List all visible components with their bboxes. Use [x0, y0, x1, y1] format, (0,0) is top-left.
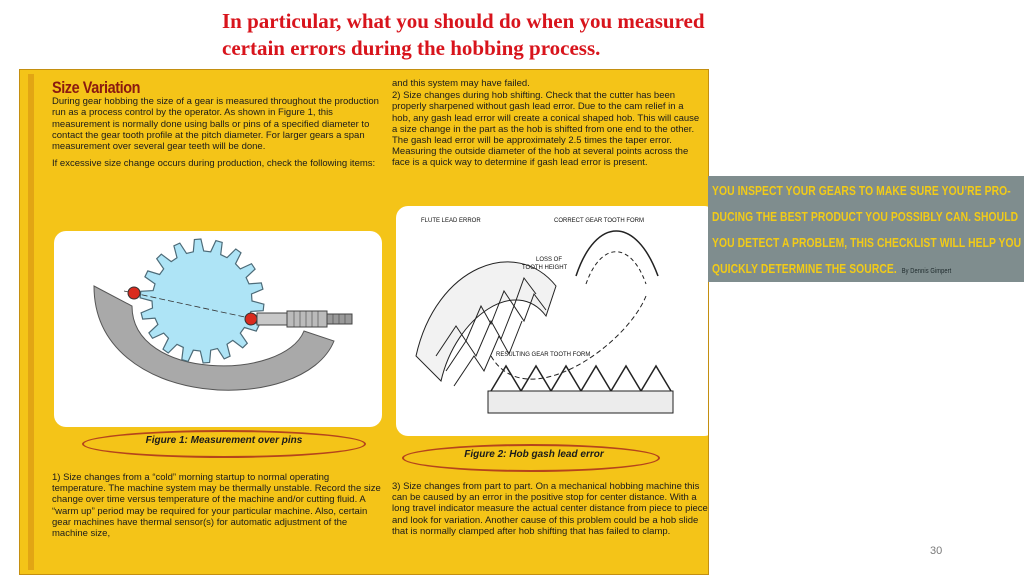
article-intro-banner: YOU INSPECT YOUR GEARS TO MAKE SURE YOU’… — [708, 176, 1024, 282]
loss-label-2: TOOTH HEIGHT — [522, 265, 568, 271]
left-column: Size Variation During gear hobbing the s… — [52, 78, 380, 175]
article-inner: Size Variation During gear hobbing the s… — [28, 74, 708, 570]
flute-lead-error-label: FLUTE LEAD ERROR — [421, 218, 481, 224]
item3-block: 3) Size changes from part to part. On a … — [392, 481, 708, 543]
banner-line-4: QUICKLY DETERMINE THE SOURCE. By Dennis G… — [712, 256, 1024, 282]
micrometer-gear-illustration — [93, 238, 353, 391]
right-pin — [244, 312, 258, 326]
figure-2-caption: Figure 2: Hob gash lead error — [464, 449, 604, 460]
banner-line-1: YOU INSPECT YOUR GEARS TO MAKE SURE YOU’… — [712, 184, 1011, 198]
item1-paragraph: 1) Size changes from a “cold” morning st… — [52, 472, 381, 540]
banner-author: By Dennis Gimpert — [901, 268, 952, 275]
article-scan: Size Variation During gear hobbing the s… — [19, 69, 709, 575]
banner-line-4-text: QUICKLY DETERMINE THE SOURCE. — [712, 262, 897, 276]
slide-title-line-2: certain errors during the hobbing proces… — [222, 36, 601, 60]
right-column: and this system may have failed. 2) Size… — [392, 78, 702, 175]
hob-illustration: FLUTE LEAD ERROR CORRECT GEAR TOOTH FORM… — [415, 218, 674, 414]
slide-title: In particular, what you should do when y… — [222, 8, 862, 62]
slide-title-line-1: In particular, what you should do when y… — [222, 9, 705, 33]
left-pin — [127, 286, 141, 300]
resulting-form-label: RESULTING GEAR TOOTH FORM — [496, 352, 590, 358]
micrometer-frame — [93, 285, 335, 391]
item2-paragraph: 2) Size changes during hob shifting. Che… — [392, 90, 700, 169]
item1-block: 1) Size changes from a “cold” morning st… — [52, 472, 382, 545]
banner-text: YOU INSPECT YOUR GEARS TO MAKE SURE YOU’… — [712, 178, 1024, 282]
intro-paragraph: During gear hobbing the size of a gear i… — [52, 96, 379, 153]
figure-1-caption-ring — [82, 430, 366, 458]
gear — [139, 238, 265, 364]
banner-line-3: YOU DETECT A PROBLEM, THIS CHECKLIST WIL… — [712, 236, 1022, 250]
page-number: 30 — [930, 545, 943, 557]
article-heading: Size Variation — [52, 78, 141, 97]
figure-1-caption: Figure 1: Measurement over pins — [145, 435, 303, 446]
item1-continuation: and this system may have failed. — [392, 78, 530, 89]
item3-paragraph: 3) Size changes from part to part. On a … — [392, 481, 708, 537]
banner-line-2: DUCING THE BEST PRODUCT YOU POSSIBLY CAN… — [712, 210, 1019, 224]
figure-2-caption-ring — [402, 444, 660, 472]
figure-1-measurement-over-pins — [54, 231, 382, 427]
correct-form-label: CORRECT GEAR TOOTH FORM — [554, 218, 644, 224]
figure-2-hob-gash-lead-error: FLUTE LEAD ERROR CORRECT GEAR TOOTH FORM… — [396, 206, 708, 436]
check-intro-paragraph: If excessive size change occurs during p… — [52, 158, 376, 170]
loss-label-1: LOSS OF — [536, 257, 562, 263]
